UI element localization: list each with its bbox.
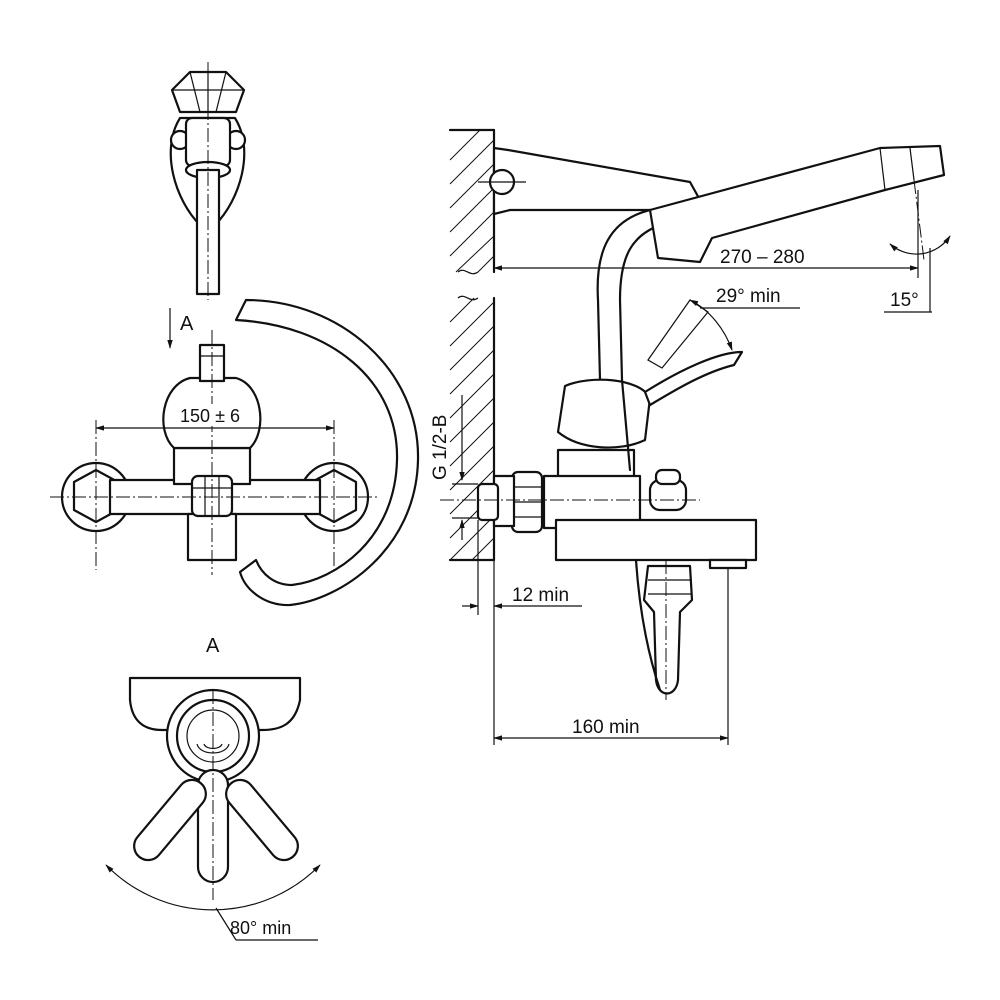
view-arrow-label: A xyxy=(180,313,194,335)
dim-spout-reach: 270 – 280 xyxy=(720,247,805,268)
dim-wall-clearance: 12 min xyxy=(512,585,569,606)
side-view-sketch xyxy=(440,128,951,745)
dim-lever-angle: 29° min xyxy=(716,286,781,307)
view-a-title: A xyxy=(206,635,220,657)
wall-hatching xyxy=(449,129,495,561)
view-a-sketch xyxy=(105,676,321,941)
dim-swing-angle: 80° min xyxy=(230,918,291,938)
dim-centers: 150 ± 6 xyxy=(168,404,252,426)
dim-thread: G 1/2-B xyxy=(430,415,451,480)
front-view-sketch xyxy=(50,298,420,607)
dim-projection: 160 min xyxy=(572,717,640,738)
dim-spout-tilt: 15° xyxy=(890,290,919,311)
dim-centers-text: 150 ± 6 xyxy=(180,406,240,426)
top-view-sketch xyxy=(169,62,247,300)
